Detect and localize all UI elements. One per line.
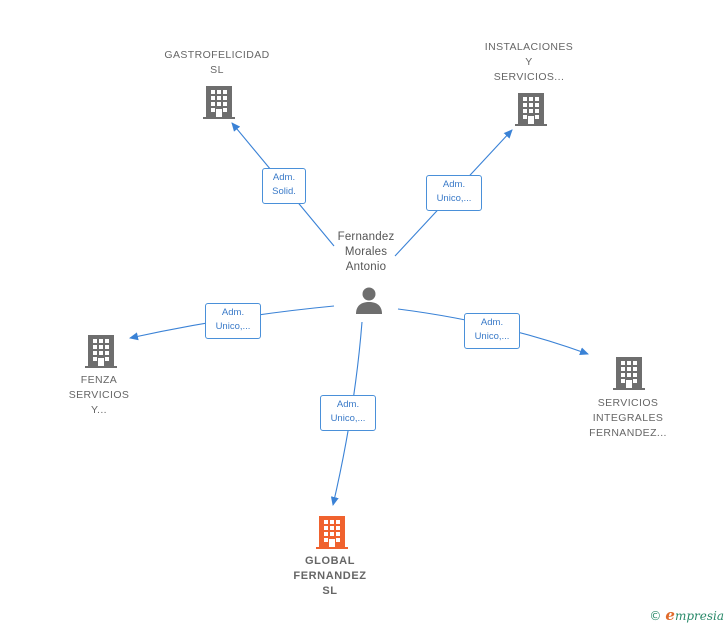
role-line: Adm. (442, 179, 466, 190)
company-name-line: SL (322, 585, 338, 597)
person-name-line: Fernandez (337, 231, 395, 243)
role-line: Unico,... (330, 413, 366, 424)
role-line: Unico,... (474, 331, 510, 342)
company-name-line: FERNANDEZ (293, 570, 367, 582)
brand-footer[interactable]: ©empresia (649, 606, 724, 624)
role-line: Adm. (221, 307, 245, 318)
company-name-line: FENZA (80, 374, 118, 386)
role-line: Unico,... (436, 193, 472, 204)
role-badge-gastrofelicidad[interactable]: Adm. Solid. (262, 168, 306, 204)
company-name-line: SERVICIOS (597, 397, 659, 409)
brand-logo-initial: e (665, 606, 675, 624)
person-name-line: Antonio (345, 261, 387, 273)
building-icon[interactable] (85, 333, 117, 369)
building-icon[interactable] (515, 91, 547, 127)
person-label[interactable]: Fernandez Morales Antonio (316, 230, 416, 275)
company-label-fenza[interactable]: FENZA SERVICIOS Y... (40, 373, 158, 418)
person-name-line: Morales (344, 246, 388, 258)
company-label-gastrofelicidad[interactable]: GASTROFELICIDAD SL (150, 48, 284, 78)
company-name-line: INSTALACIONES (484, 41, 574, 53)
copyright-icon: © (649, 609, 662, 623)
role-line: Solid. (272, 186, 296, 197)
role-line: Adm. (336, 399, 360, 410)
brand-logo-text: mpresia (674, 609, 724, 623)
company-name-line: GASTROFELICIDAD (164, 49, 270, 61)
company-name-line: FERNANDEZ... (589, 427, 667, 439)
company-label-servicios-integrales[interactable]: SERVICIOS INTEGRALES FERNANDEZ... (566, 396, 690, 441)
role-line: Unico,... (215, 321, 251, 332)
company-name-line: Y (525, 56, 533, 68)
company-name-line: SERVICIOS (68, 389, 130, 401)
company-name-line: GLOBAL (304, 555, 356, 567)
company-label-global-fernandez[interactable]: GLOBAL FERNANDEZ SL (272, 554, 388, 599)
company-name-line: Y... (90, 404, 107, 416)
company-name-line: SL (210, 64, 224, 76)
role-line: Adm. (480, 317, 504, 328)
building-icon[interactable] (316, 514, 348, 550)
role-line: Adm. (272, 172, 296, 183)
role-badge-fenza[interactable]: Adm. Unico,... (205, 303, 261, 339)
company-name-line: INTEGRALES (592, 412, 664, 424)
building-icon[interactable] (203, 84, 235, 120)
role-badge-global-fernandez[interactable]: Adm. Unico,... (320, 395, 376, 431)
company-label-instalaciones[interactable]: INSTALACIONES Y SERVICIOS... (462, 40, 596, 85)
role-badge-instalaciones[interactable]: Adm. Unico,... (426, 175, 482, 211)
company-name-line: SERVICIOS... (493, 71, 565, 83)
person-icon[interactable] (354, 285, 384, 315)
role-badge-servicios-integrales[interactable]: Adm. Unico,... (464, 313, 520, 349)
building-icon[interactable] (613, 355, 645, 391)
